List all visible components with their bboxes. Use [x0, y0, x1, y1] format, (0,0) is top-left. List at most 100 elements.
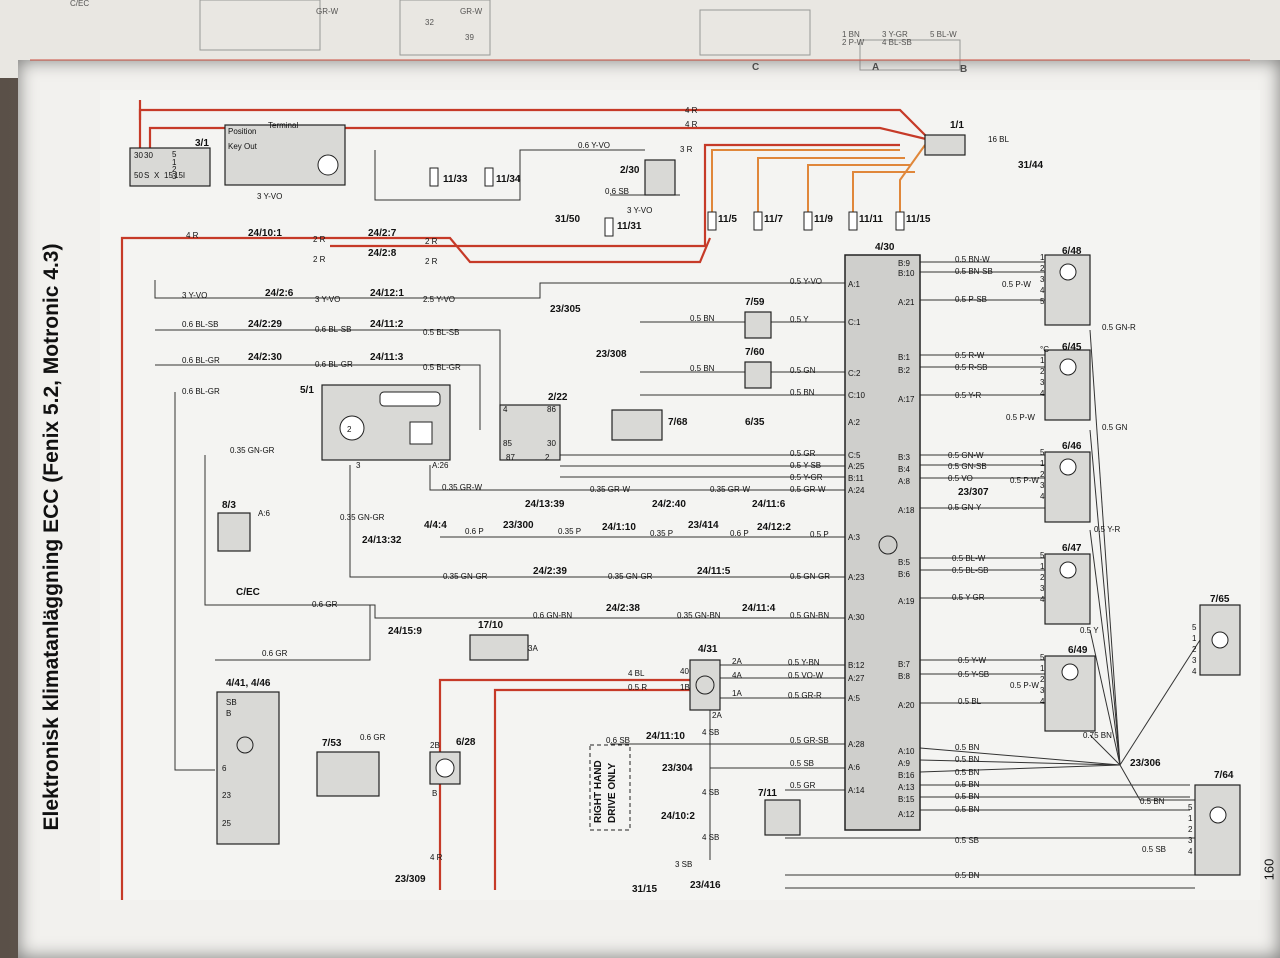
wire-label-39: 0.35 P [558, 527, 581, 536]
wire-label-53: 0.5 Y-BN [788, 658, 820, 667]
wire-label-17: 0.6 BL-SB [182, 320, 218, 329]
fan-7-64-icon [1209, 806, 1227, 824]
misc-label-59: 1 [1040, 664, 1045, 673]
ref-7-64: 7/64 [1214, 770, 1234, 781]
wire-label-84: 0.5 P-W [1010, 681, 1039, 690]
ecu-pin-right-17: A:9 [898, 759, 911, 768]
wire-2r-mid [330, 143, 900, 248]
ecu-pin-left-1: C:1 [848, 318, 861, 327]
top-label-9: 5 BL-W [930, 30, 957, 39]
misc-label-38: 1 [1040, 253, 1045, 262]
wire-075bn [1119, 764, 1195, 801]
fuse-11-31 [604, 217, 614, 237]
module-4-31 [689, 659, 721, 711]
ref-31-44: 31/44 [1018, 160, 1043, 171]
wire-bn-return-4 [1089, 629, 1121, 766]
wire-label-88: 0.5 BN [955, 768, 980, 777]
ref-11-15: 11/15 [906, 214, 931, 225]
ecu-pin-left-4: A:2 [848, 418, 861, 427]
misc-label-15: 85 [503, 439, 512, 448]
ecu-pin-right-3: B:1 [898, 353, 911, 362]
misc-label-50: 2 [1040, 470, 1045, 479]
top-label-6: 2 P-W [842, 38, 865, 47]
ref-23-300: 23/300 [503, 520, 534, 531]
ecu-body [844, 254, 921, 831]
ecu-left-pins: A:1C:1C:2C:10A:2C:5A:25B:11A:24A:3A:23A:… [848, 280, 865, 795]
top-sketch-4 [859, 39, 961, 71]
top-label-12: B [960, 64, 967, 75]
wire-label-38: 0.6 P [465, 527, 484, 536]
display-icon [409, 421, 433, 445]
wire-label-98: 0.5 SB [1142, 845, 1166, 854]
ref-4-31: 4/31 [698, 644, 718, 655]
wire-label-100: 0.5 BN [955, 871, 980, 880]
relay-2-30 [644, 159, 676, 196]
misc-label-35: 2B [430, 741, 440, 750]
wire-label-50: 0.6 GR [262, 649, 288, 658]
connector-12: 24/13:32 [362, 535, 402, 546]
wire-label-56: 0.6 SB [606, 736, 630, 745]
wire-label-77: 0.5 P-W [1010, 476, 1039, 485]
misc-label-16: 86 [547, 405, 556, 414]
misc-label-27: 25 [222, 819, 231, 828]
misc-label-22: A:6 [258, 509, 271, 518]
actuator-6-47-body [1044, 553, 1091, 625]
ecu-pin-left-3: C:10 [848, 391, 865, 400]
wire-label-65: 0.6 GR [360, 733, 386, 742]
actuators [1044, 254, 1241, 876]
motor-6-45-icon [1059, 358, 1077, 376]
wire-label-94: 0.5 Y-R [1094, 525, 1120, 534]
top-label-2: GR-W [460, 7, 483, 16]
ecu-pin-right-14: B:8 [898, 672, 911, 681]
ref-23-305: 23/305 [550, 304, 581, 315]
wire-label-18: 0.6 BL-SB [315, 325, 351, 334]
wire-label-91: 0.5 BN [955, 805, 980, 814]
fuse-11-9 [803, 211, 813, 231]
ecu-pin-left-10: A:23 [848, 573, 865, 582]
ref-23-416: 23/416 [690, 880, 721, 891]
ref-23-306: 23/306 [1130, 758, 1161, 769]
misc-label-62: 4 [1040, 697, 1045, 706]
wire-label-15: 3 Y-VO [315, 295, 340, 304]
wire-label-82: 0.5 Y-W [958, 656, 986, 665]
ecu-pin-right-4: B:2 [898, 366, 911, 375]
top-label-0: C/EC [70, 0, 89, 8]
ecu-pin-right-10: B:5 [898, 558, 911, 567]
page-number: 160 [1261, 858, 1277, 881]
wire-label-81: 0.5 Y-GR [952, 593, 985, 602]
ref-8-3: 8/3 [222, 500, 236, 511]
connector-13: 24/1:10 [602, 522, 636, 533]
wire-label-76: 0.5 VO [948, 474, 973, 483]
wire-label-58: 0.5 SB [790, 759, 814, 768]
relay-2-22 [499, 404, 561, 461]
ecu-pin-right-15: A:20 [898, 701, 915, 710]
wire-bl-gr-2 [174, 392, 215, 771]
misc-label-8: 30 [134, 151, 143, 160]
wire-bn-a10 [919, 747, 1121, 766]
wire-label-97: 0.5 BN [1140, 797, 1165, 806]
ecu-pin-right-19: A:13 [898, 783, 915, 792]
ecu-pin-right-13: B:7 [898, 660, 911, 669]
fuse-11-15 [895, 211, 905, 231]
misc-label-25: 6 [222, 764, 227, 773]
wire-label-51: 4 BL [628, 669, 645, 678]
dial-row-icon [379, 391, 441, 407]
wire-label-90: 0.5 BN [955, 792, 980, 801]
misc-label-69: 1 [1188, 814, 1193, 823]
fuse-11-11 [848, 211, 858, 231]
ecu-ref: 4/30 [875, 242, 895, 253]
wire-label-11: 2 R [425, 237, 438, 246]
misc-label-32: 1A [732, 689, 742, 698]
wire-label-32: 0.5 Y-SB [790, 461, 821, 470]
misc-label-29: 1B [680, 683, 690, 692]
misc-label-4: S [144, 171, 149, 180]
wire-bn-return-2 [1089, 429, 1121, 766]
page-title: Elektronisk klimatanläggning ECC (Fenix … [40, 243, 63, 831]
misc-label-14: 4 [503, 405, 508, 414]
top-label-8: 4 BL-SB [882, 38, 912, 47]
wire-label-86: 0.5 BN [955, 743, 980, 752]
ignition-key-icon [317, 154, 339, 176]
ref-31-50: 31/50 [555, 214, 580, 225]
misc-label-34: 3A [528, 644, 538, 653]
misc-label-64: 1 [1192, 634, 1197, 643]
